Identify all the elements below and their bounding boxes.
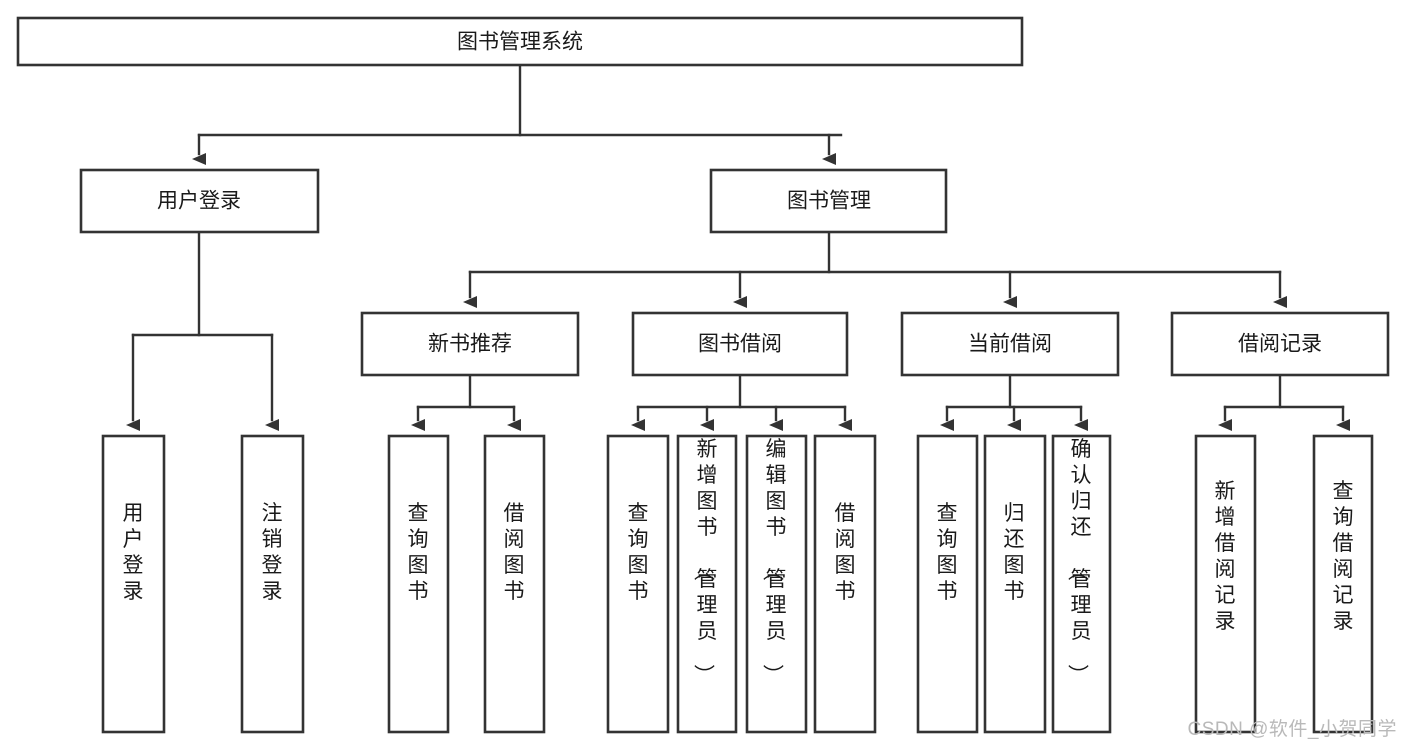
leaf-node-user-login-signout-box	[240, 434, 305, 734]
leaf-node-bookborrow-add[interactable]: 新增图书（管理员）	[676, 434, 738, 734]
leaf-node-currentborrow-query-box	[916, 434, 979, 734]
leaf-node-borrowrecord-query-label: 查询借阅记录	[1333, 480, 1354, 633]
leaf-node-user-login-signin-box	[101, 434, 166, 734]
node-book-borrow[interactable]: 图书借阅	[631, 311, 849, 377]
leaf-node-currentborrow-confirm-box	[1051, 434, 1112, 734]
node-user-login[interactable]: 用户登录	[79, 168, 320, 234]
node-new-book-recommend-box	[360, 311, 580, 377]
leaf-node-bookborrow-query[interactable]: 查询图书	[606, 434, 670, 734]
leaf-node-borrowrecord-query-box	[1312, 434, 1374, 734]
leaf-node-currentborrow-return[interactable]: 归还图书	[983, 434, 1047, 734]
leaf-node-newbook-borrow-label: 借阅图书	[504, 502, 525, 603]
node-book-borrow-box	[631, 311, 849, 377]
leaf-node-currentborrow-query-label: 查询图书	[937, 502, 958, 603]
leaf-node-bookborrow-query-box	[606, 434, 670, 734]
node-root-system-label: 图书管理系统	[457, 31, 583, 54]
node-new-book-recommend[interactable]: 新书推荐	[360, 311, 580, 377]
leaf-node-currentborrow-confirm-label: 确认归还（管理员）	[1066, 438, 1092, 685]
node-borrow-record-box	[1170, 311, 1390, 377]
leaf-node-newbook-query[interactable]: 查询图书	[387, 434, 450, 734]
node-current-borrow-label: 当前借阅	[968, 333, 1052, 356]
node-new-book-recommend-label: 新书推荐	[428, 333, 512, 356]
leaf-node-user-login-signout-label: 注销登录	[262, 502, 283, 603]
leaf-node-bookborrow-edit-label: 编辑图书（管理员）	[761, 438, 787, 685]
leaf-node-currentborrow-query[interactable]: 查询图书	[916, 434, 979, 734]
node-root-system-box	[16, 16, 1024, 67]
leaf-node-currentborrow-return-label: 归还图书	[1004, 502, 1025, 603]
node-current-borrow-box	[900, 311, 1120, 377]
node-user-login-label: 用户登录	[157, 190, 241, 213]
leaf-node-user-login-signout[interactable]: 注销登录	[240, 434, 305, 734]
leaf-node-borrowrecord-add[interactable]: 新增借阅记录	[1194, 434, 1257, 734]
node-user-login-box	[79, 168, 320, 234]
node-borrow-record-label: 借阅记录	[1238, 333, 1322, 356]
node-borrow-record[interactable]: 借阅记录	[1170, 311, 1390, 377]
node-book-borrow-label: 图书借阅	[698, 333, 782, 356]
leaf-node-bookborrow-edit[interactable]: 编辑图书（管理员）	[745, 434, 808, 734]
leaf-node-currentborrow-confirm[interactable]: 确认归还（管理员）	[1051, 434, 1112, 734]
leaf-node-borrowrecord-add-label: 新增借阅记录	[1215, 480, 1236, 633]
leaf-node-user-login-signin[interactable]: 用户登录	[101, 434, 166, 734]
leaf-node-currentborrow-return-box	[983, 434, 1047, 734]
leaf-node-newbook-borrow[interactable]: 借阅图书	[483, 434, 546, 734]
node-current-borrow[interactable]: 当前借阅	[900, 311, 1120, 377]
connector-layer	[126, 63, 1350, 431]
node-book-manage-label: 图书管理	[787, 190, 871, 213]
leaf-node-user-login-signin-label: 用户登录	[123, 502, 144, 603]
leaf-node-bookborrow-add-label: 新增图书（管理员）	[692, 438, 718, 685]
leaf-node-bookborrow-borrow-label: 借阅图书	[835, 502, 856, 603]
node-book-manage-box	[709, 168, 948, 234]
leaf-node-bookborrow-edit-box	[745, 434, 808, 734]
node-root-system[interactable]: 图书管理系统	[16, 16, 1024, 67]
leaf-node-bookborrow-borrow-box	[813, 434, 877, 734]
leaf-node-newbook-borrow-box	[483, 434, 546, 734]
leaf-node-bookborrow-borrow[interactable]: 借阅图书	[813, 434, 877, 734]
node-book-manage[interactable]: 图书管理	[709, 168, 948, 234]
leaf-node-bookborrow-add-box	[676, 434, 738, 734]
leaf-node-bookborrow-query-label: 查询图书	[628, 502, 649, 603]
leaf-node-borrowrecord-add-box	[1194, 434, 1257, 734]
leaf-node-newbook-query-label: 查询图书	[408, 502, 429, 603]
leaf-node-newbook-query-box	[387, 434, 450, 734]
leaf-node-borrowrecord-query[interactable]: 查询借阅记录	[1312, 434, 1374, 734]
